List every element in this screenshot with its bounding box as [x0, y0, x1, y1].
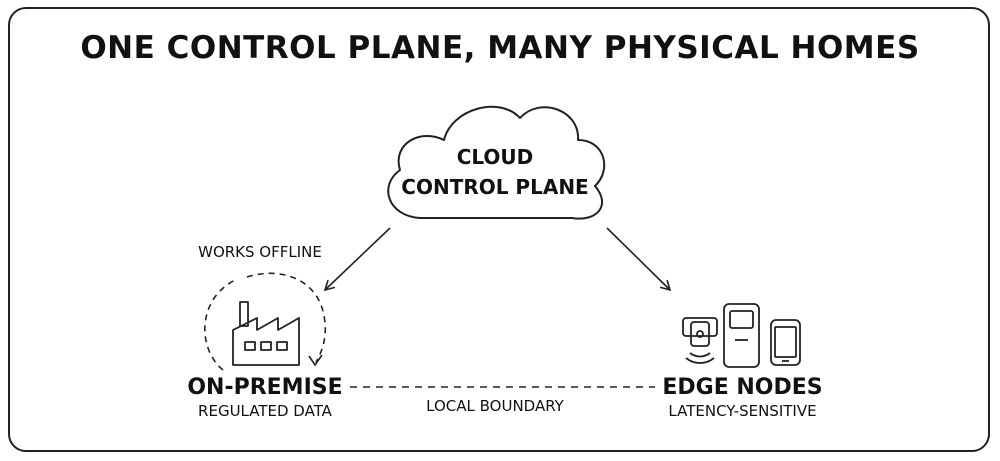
on-premise-label: ON-PREMISE	[187, 375, 343, 400]
cloud-label-line2: CONTROL PLANE	[401, 175, 589, 199]
sensor-icon	[682, 317, 718, 364]
offline-loop-arrowhead	[308, 354, 323, 367]
offline-loop	[204, 272, 327, 371]
cloud-label-line1: CLOUD	[456, 145, 534, 169]
arrow-to-on-premise	[323, 227, 391, 292]
works-offline-label: WORKS OFFLINE	[198, 243, 322, 261]
smartphone-icon	[770, 319, 801, 366]
cloud-shape	[387, 105, 606, 220]
factory-icon	[232, 301, 300, 366]
arrow-to-edge-nodes	[606, 227, 672, 292]
edge-nodes-label: EDGE NODES	[662, 375, 823, 400]
local-boundary-label: LOCAL BOUNDARY	[426, 397, 564, 415]
edge-nodes-sublabel: LATENCY-SENSITIVE	[668, 402, 817, 420]
on-premise-sublabel: REGULATED DATA	[198, 402, 332, 420]
kiosk-icon	[723, 303, 760, 368]
diagram-frame	[8, 7, 990, 452]
diagram-title: ONE CONTROL PLANE, MANY PHYSICAL HOMES	[80, 30, 920, 66]
